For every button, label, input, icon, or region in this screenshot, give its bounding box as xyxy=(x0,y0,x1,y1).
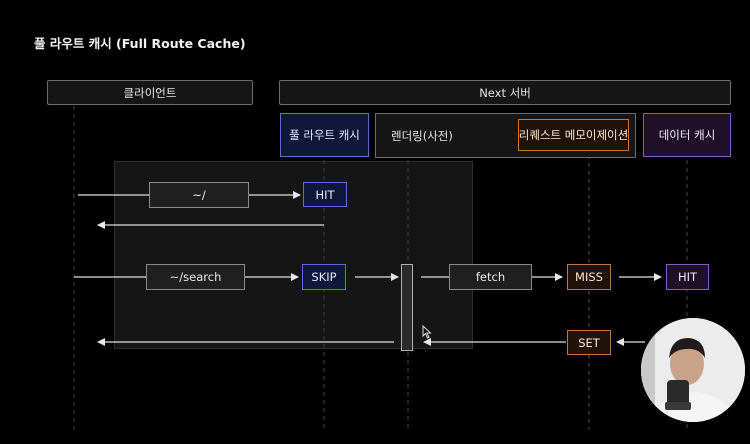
route-search-box: ~/search xyxy=(146,264,245,290)
miss-box: MISS xyxy=(567,264,611,290)
hit-label-cache: HIT xyxy=(315,187,335,202)
route-root-label: ~/ xyxy=(192,188,206,202)
full-route-cache-label: 풀 라우트 캐시 xyxy=(289,128,360,142)
skip-label: SKIP xyxy=(311,270,337,284)
full-route-cache-box: 풀 라우트 캐시 xyxy=(280,113,369,157)
set-box: SET xyxy=(567,330,611,355)
skip-box: SKIP xyxy=(302,264,346,290)
client-header-label: 클라이언트 xyxy=(123,85,177,100)
presenter-webcam xyxy=(641,318,745,422)
miss-label: MISS xyxy=(575,270,603,284)
server-header-label: Next 서버 xyxy=(479,85,531,100)
render-activation-bar xyxy=(401,264,413,351)
route-search-label: ~/search xyxy=(169,270,222,284)
request-memoization-box: 리퀘스트 메모이제이션 xyxy=(518,119,629,151)
mouse-cursor-icon xyxy=(422,325,432,339)
server-header: Next 서버 xyxy=(279,80,731,105)
client-header: 클라이언트 xyxy=(47,80,253,105)
diagram-title: 풀 라우트 캐시 (Full Route Cache) xyxy=(34,36,246,51)
route-root-box: ~/ xyxy=(149,182,249,208)
hit-box-cache: HIT xyxy=(303,182,347,207)
hit-box-data-cache: HIT xyxy=(666,264,709,290)
fetch-label: fetch xyxy=(475,270,506,284)
presenter-avatar xyxy=(641,318,745,422)
data-cache-box: 데이터 캐시 xyxy=(643,113,731,157)
data-cache-label: 데이터 캐시 xyxy=(658,128,716,142)
rendering-label: 렌더링(사전) xyxy=(391,129,453,143)
fetch-box: fetch xyxy=(449,264,532,290)
set-label: SET xyxy=(578,335,600,350)
request-memoization-label: 리퀘스트 메모이제이션 xyxy=(518,128,629,142)
hit-label-data-cache: HIT xyxy=(677,270,698,284)
